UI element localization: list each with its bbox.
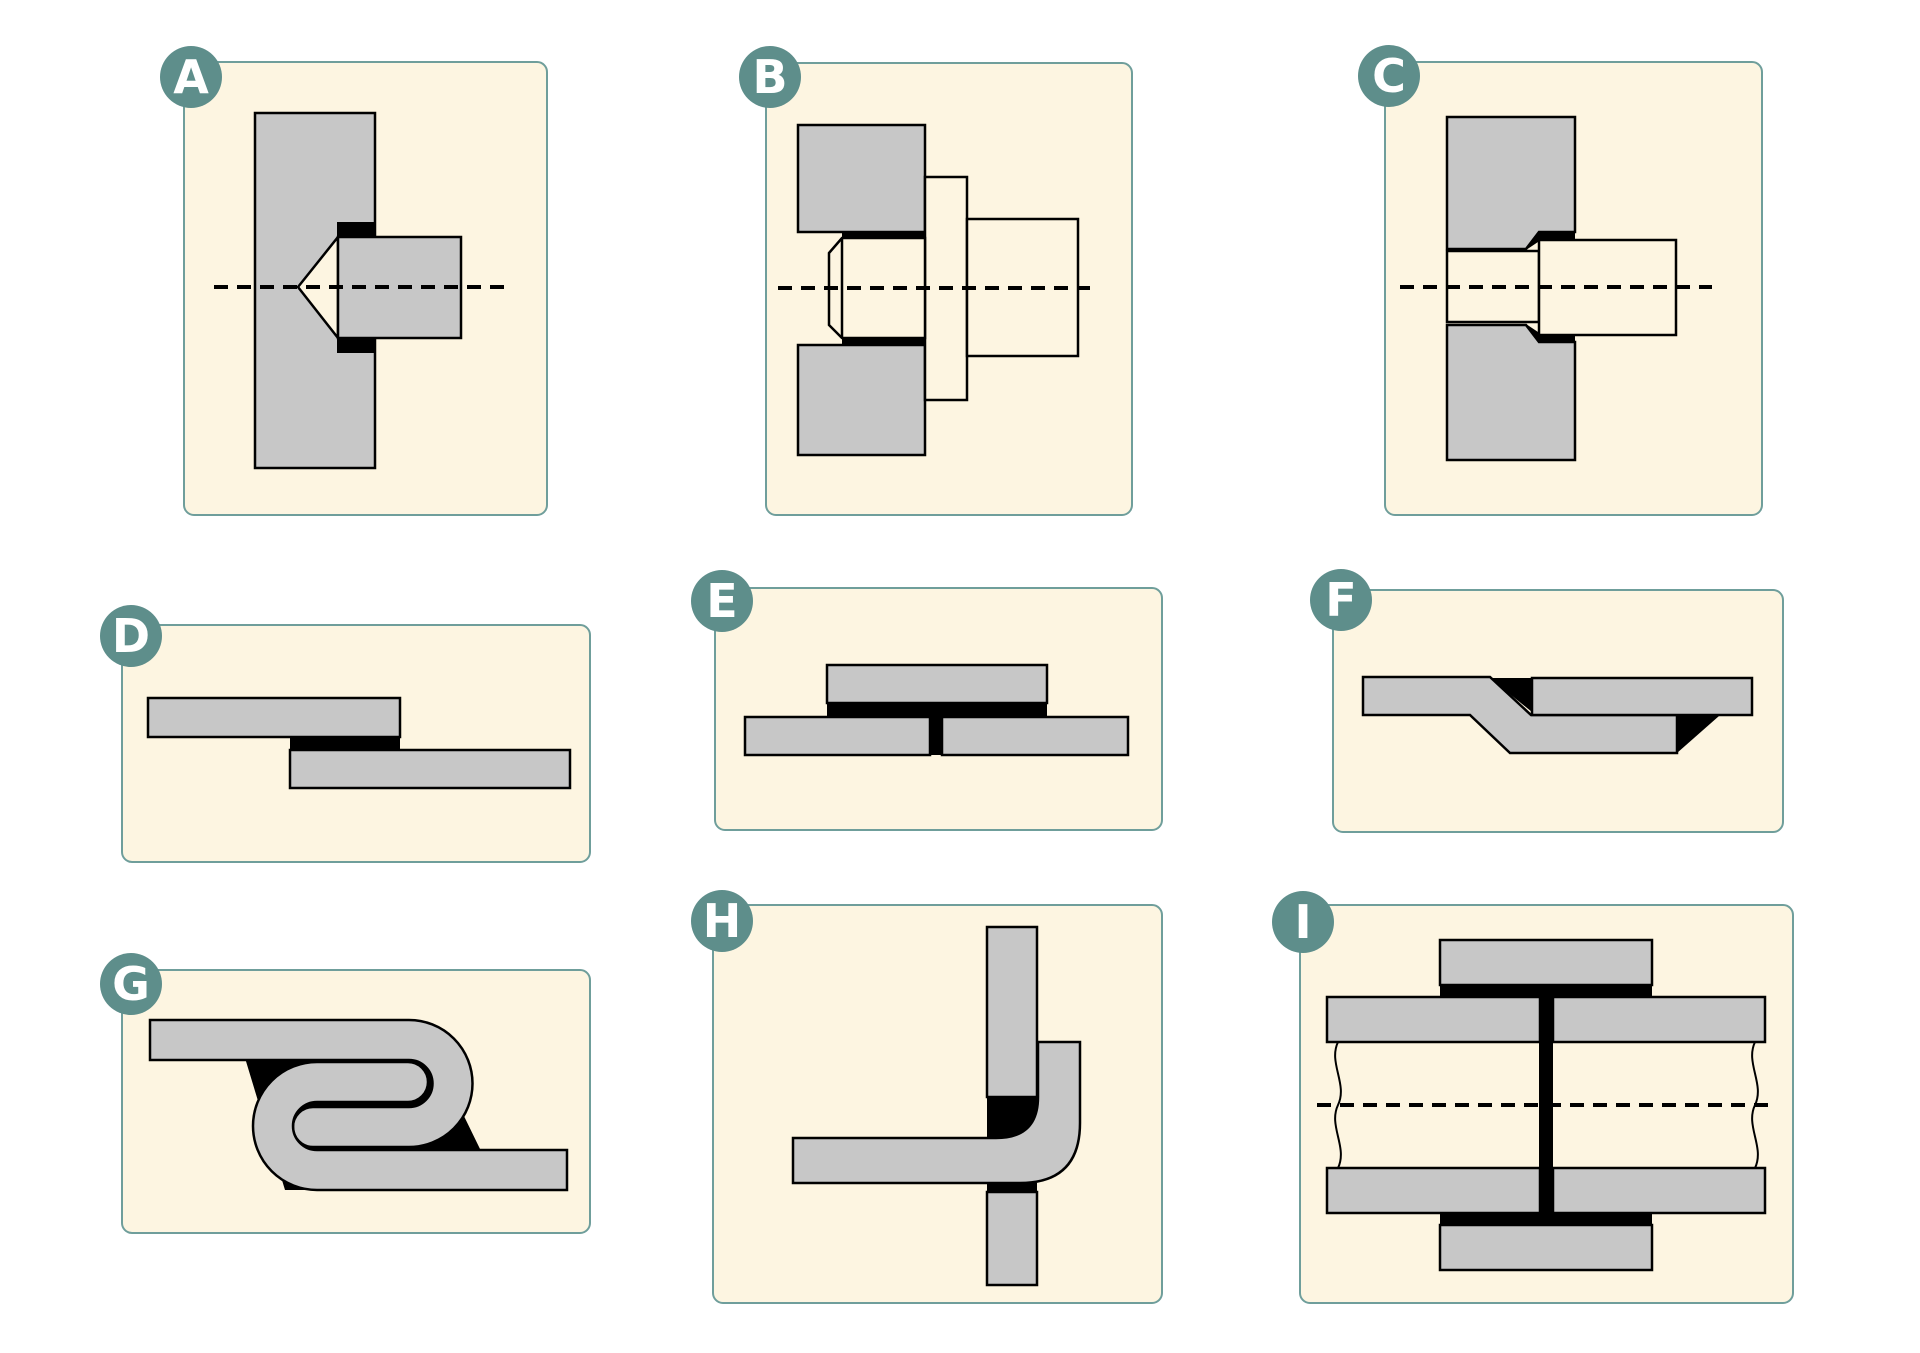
badge-letter: B bbox=[752, 50, 787, 104]
plate-lower bbox=[985, 1190, 1039, 1287]
panel-badge: A bbox=[160, 46, 222, 108]
filler-metal-over-bottom-strap bbox=[1440, 1213, 1652, 1225]
plate-upper bbox=[1445, 115, 1577, 251]
strap-plate bbox=[825, 663, 1049, 705]
badge-circle bbox=[739, 46, 801, 108]
sheet-flat bbox=[1530, 676, 1754, 717]
panel-badge: C bbox=[1358, 45, 1420, 107]
panel-e: E bbox=[691, 570, 1163, 831]
panel-badge: B bbox=[739, 46, 801, 108]
panel-c: C bbox=[1358, 45, 1763, 516]
sheet-lower bbox=[288, 748, 572, 790]
strap-bottom bbox=[1438, 1223, 1654, 1272]
badge-circle bbox=[160, 46, 222, 108]
panel-badge: G bbox=[100, 953, 162, 1015]
filler-metal-top bbox=[1526, 233, 1575, 250]
wall-lower-right bbox=[1551, 1166, 1767, 1215]
sheet-joggled bbox=[1361, 675, 1679, 755]
panel-card bbox=[712, 904, 1163, 1304]
filler-metal-butt-gap bbox=[1539, 985, 1553, 1225]
badge-circle bbox=[1310, 569, 1372, 631]
badge-letter: F bbox=[1325, 573, 1356, 627]
panel-h: H bbox=[691, 890, 1163, 1304]
badge-letter: A bbox=[173, 50, 209, 104]
badge-letter: D bbox=[112, 609, 150, 663]
strap-top bbox=[1438, 938, 1654, 987]
badge-letter: I bbox=[1294, 895, 1311, 949]
filler-metal-bottom bbox=[842, 337, 925, 345]
filler-metal-bottom bbox=[1526, 324, 1575, 341]
panel-badge: H bbox=[691, 890, 753, 952]
badge-letter: G bbox=[112, 957, 150, 1011]
wall-upper-right bbox=[1551, 995, 1767, 1044]
panel-f: F bbox=[1310, 569, 1784, 833]
badge-circle bbox=[691, 890, 753, 952]
flanged-sheet bbox=[791, 1040, 1082, 1185]
plate-upper bbox=[796, 123, 927, 234]
panel-a: A bbox=[160, 46, 548, 516]
wall-lower-left bbox=[1325, 1166, 1542, 1215]
filler-metal-top bbox=[842, 232, 925, 239]
wall-upper-left bbox=[1325, 995, 1542, 1044]
sheet-right bbox=[940, 715, 1130, 757]
panel-i: I bbox=[1272, 891, 1794, 1304]
sheet-upper bbox=[146, 696, 402, 739]
plate-upper bbox=[985, 925, 1039, 1099]
badge-circle bbox=[1358, 45, 1420, 107]
sheet-left bbox=[743, 715, 932, 757]
panel-badge: I bbox=[1272, 891, 1334, 953]
badge-letter: E bbox=[706, 574, 737, 628]
filler-metal-end bbox=[1677, 716, 1719, 753]
filler-metal-overlap bbox=[290, 737, 400, 751]
filler-metal-top bbox=[337, 222, 375, 237]
filler-metal-layer bbox=[827, 703, 1047, 717]
panel-g: G bbox=[100, 953, 591, 1234]
panel-badge: F bbox=[1310, 569, 1372, 631]
badge-circle bbox=[691, 570, 753, 632]
badge-circle bbox=[100, 605, 162, 667]
filler-metal-bottom bbox=[987, 1183, 1037, 1192]
badge-circle bbox=[1272, 891, 1334, 953]
badge-letter: H bbox=[703, 894, 742, 948]
break-line-left bbox=[1334, 1041, 1342, 1169]
sheet-folded-right bbox=[251, 1060, 569, 1192]
filler-metal-under-top-strap bbox=[1440, 985, 1652, 997]
panel-b: B bbox=[739, 46, 1133, 516]
plate-lower bbox=[796, 343, 927, 457]
badge-letter: C bbox=[1372, 49, 1406, 103]
filler-metal-bottom bbox=[337, 338, 375, 353]
panel-badge: D bbox=[100, 605, 162, 667]
panel-badge: E bbox=[691, 570, 753, 632]
plate-lower bbox=[1445, 323, 1577, 462]
badge-circle bbox=[100, 953, 162, 1015]
panel-d: D bbox=[100, 605, 591, 863]
